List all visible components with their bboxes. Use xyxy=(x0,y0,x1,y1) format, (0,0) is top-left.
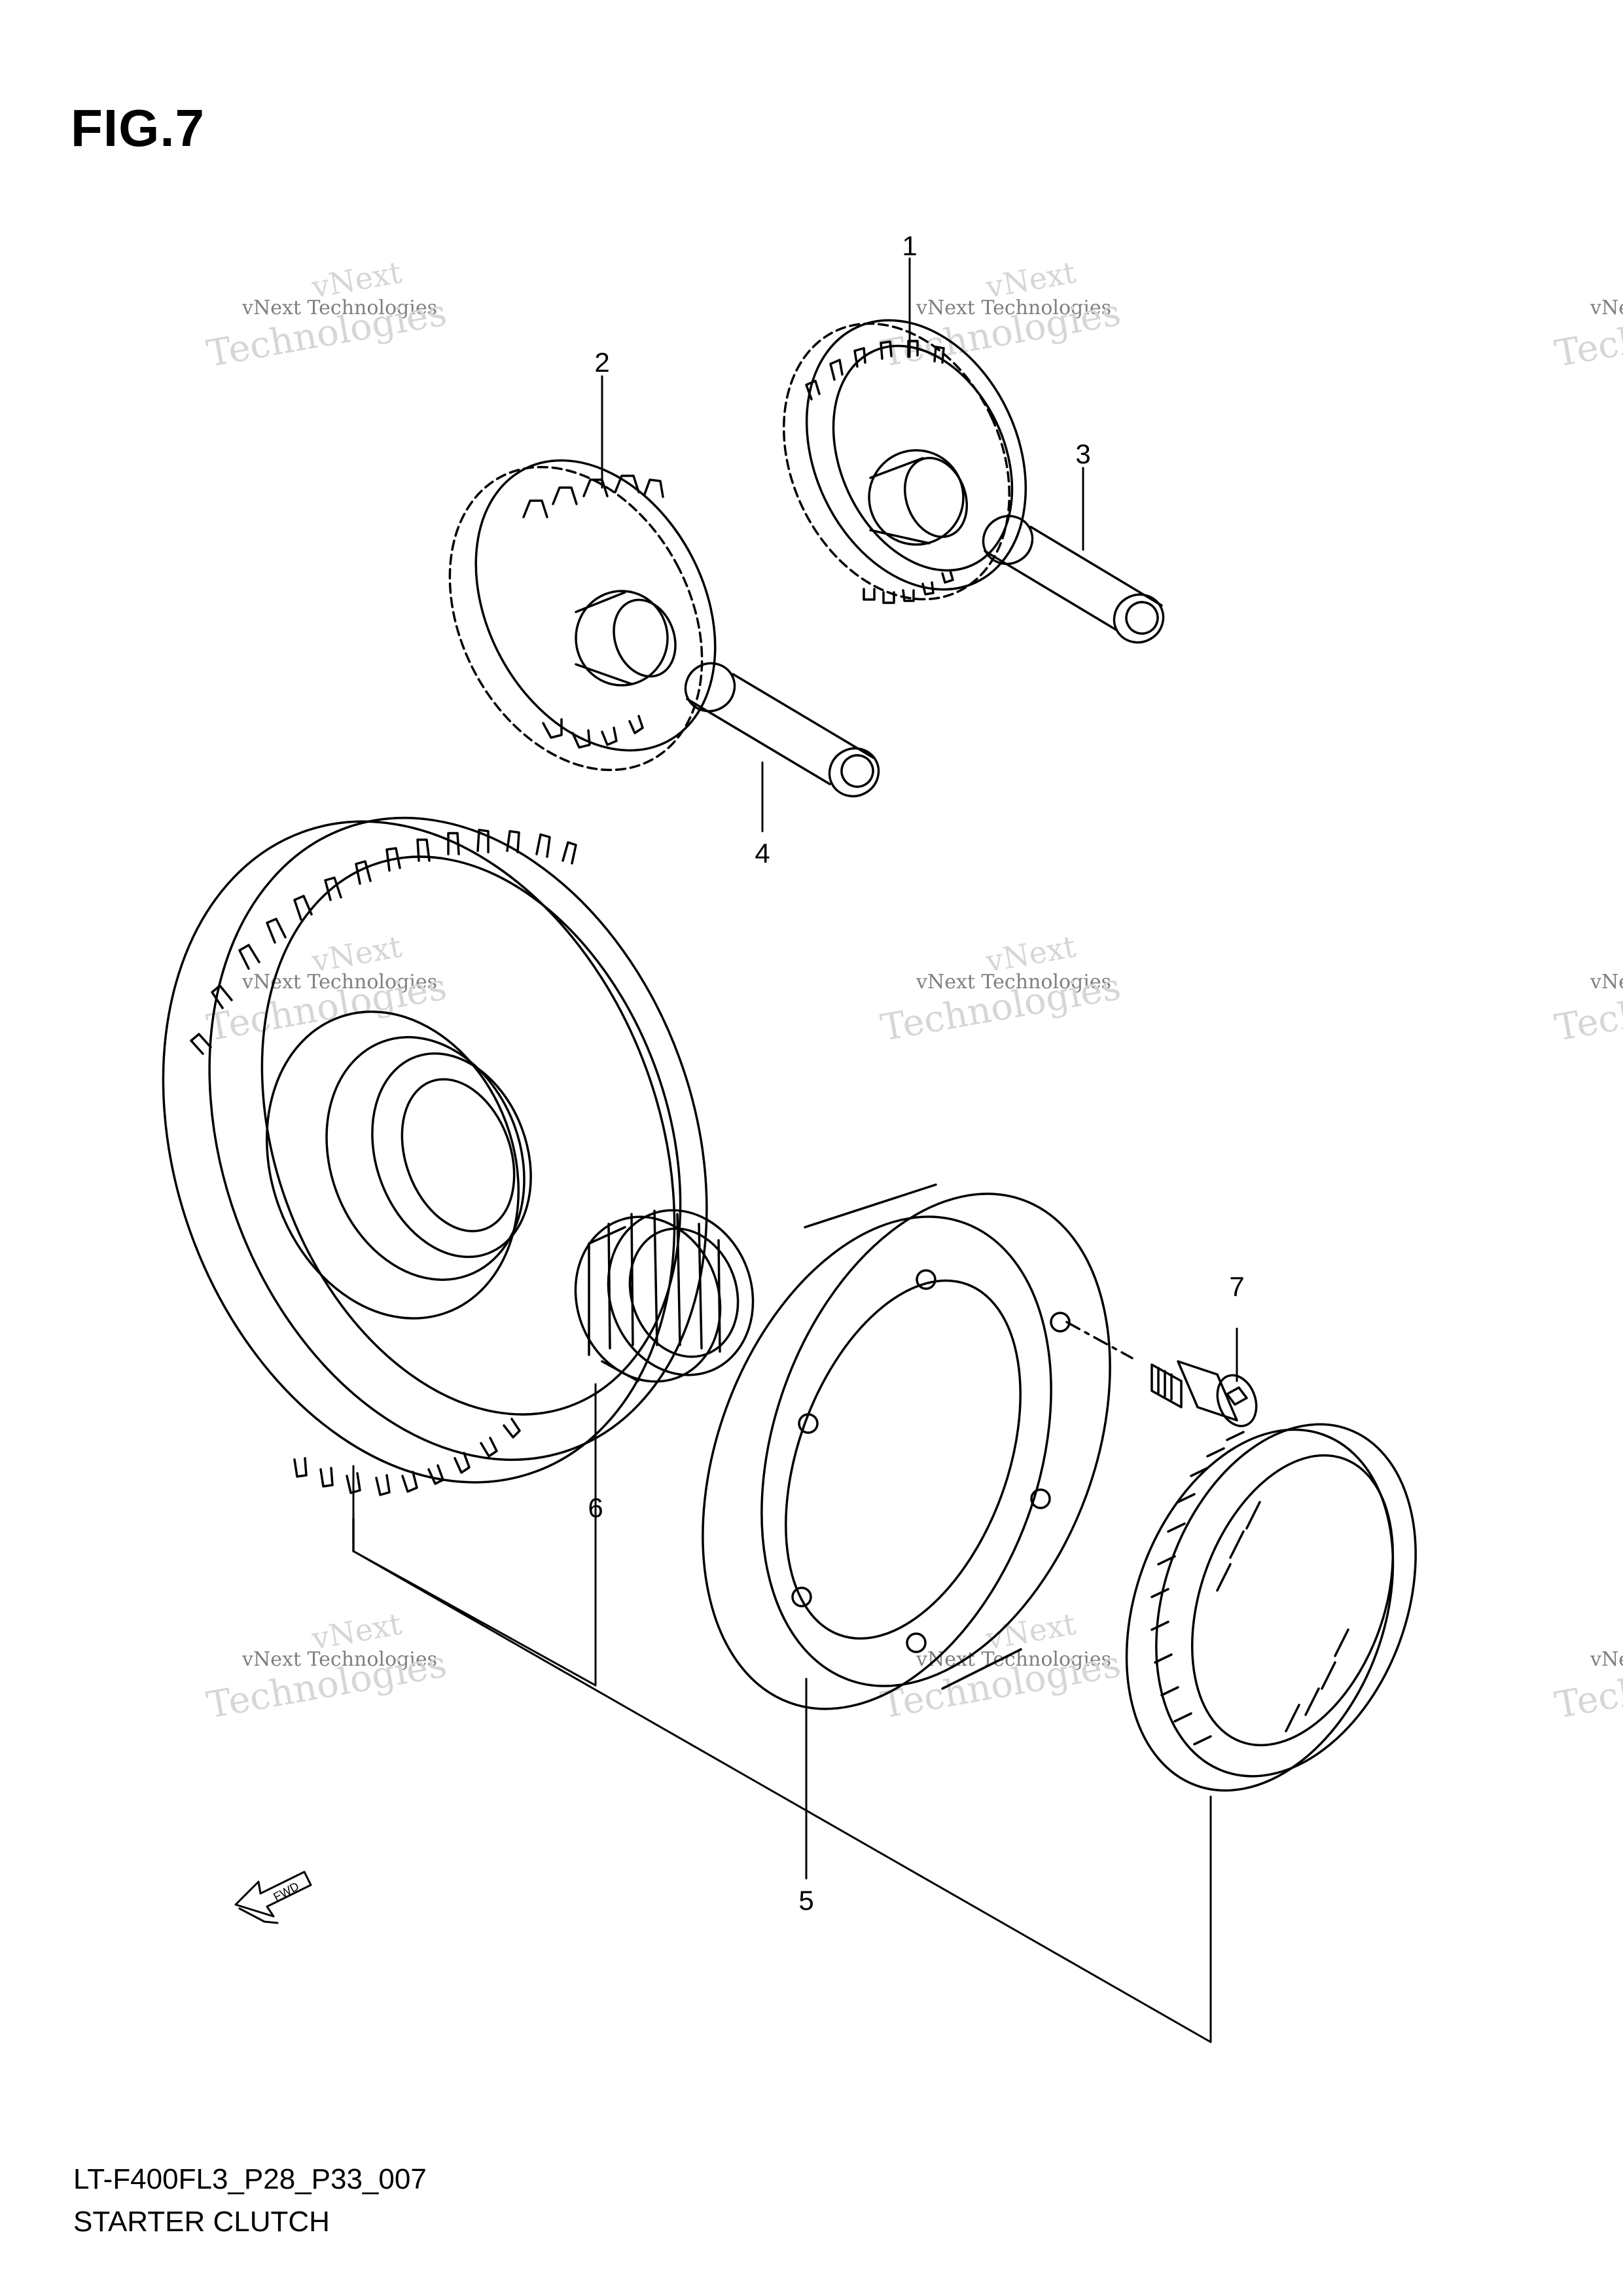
svg-text:vNext Technologies: vNext Technologies xyxy=(916,971,1111,994)
watermark: vNext Technologies Technologies xyxy=(1552,291,1623,375)
svg-text:vNext Technologies: vNext Technologies xyxy=(241,1648,437,1671)
leader-lines xyxy=(594,257,1238,1880)
svg-text:vNext Technologies: vNext Technologies xyxy=(1590,296,1623,319)
callout-4: 4 xyxy=(755,838,770,869)
watermark: vNext Technologies vNext Technologies xyxy=(878,929,1124,1050)
watermark: vNext Technologies vNext Technologies xyxy=(878,1606,1124,1727)
callout-7: 7 xyxy=(1229,1271,1244,1302)
one-way-clutch xyxy=(1125,1423,1417,1792)
callout-1: 1 xyxy=(902,230,917,261)
watermark: vNext Technologies Technologies xyxy=(1552,1643,1623,1727)
socket-bolt xyxy=(1065,1321,1258,1427)
watermark: vNext Technologies Technologies xyxy=(1552,965,1623,1049)
svg-text:vNext Technologies: vNext Technologies xyxy=(916,296,1111,319)
watermark: vNext Technologies vNext Technologies xyxy=(204,255,450,376)
svg-text:vNext Technologies: vNext Technologies xyxy=(241,296,437,319)
watermark: vNext Technologies vNext Technologies xyxy=(878,255,1124,376)
figure-code: LT-F400FL3_P28_P33_007 xyxy=(73,2163,427,2195)
svg-text:vNext Technologies: vNext Technologies xyxy=(1590,1648,1623,1671)
starter-driven-gear xyxy=(162,816,708,1552)
figure-name: STARTER CLUTCH xyxy=(73,2206,330,2238)
watermark: vNext Technologies vNext Technologies xyxy=(204,1606,450,1727)
callout-5: 5 xyxy=(798,1885,813,1916)
needle-bearing xyxy=(574,1209,755,1383)
clutch-housing xyxy=(702,1183,1111,1710)
shaft-lower xyxy=(684,662,880,798)
svg-text:vNext Technologies: vNext Technologies xyxy=(1590,971,1623,994)
callout-2: 2 xyxy=(594,347,609,378)
watermark: vNext Technologies vNext Technologies xyxy=(204,929,450,1050)
idle-gear-large xyxy=(782,319,1027,604)
figure-title: FIG.7 xyxy=(71,99,205,157)
shaft-upper xyxy=(982,514,1165,644)
callout-3: 3 xyxy=(1075,439,1090,469)
fwd-arrow-icon xyxy=(234,1871,312,1924)
callout-labels: 1 2 3 4 5 6 7 xyxy=(588,230,1244,1916)
idle-gear-small xyxy=(448,459,717,772)
callout-6: 6 xyxy=(588,1492,603,1523)
